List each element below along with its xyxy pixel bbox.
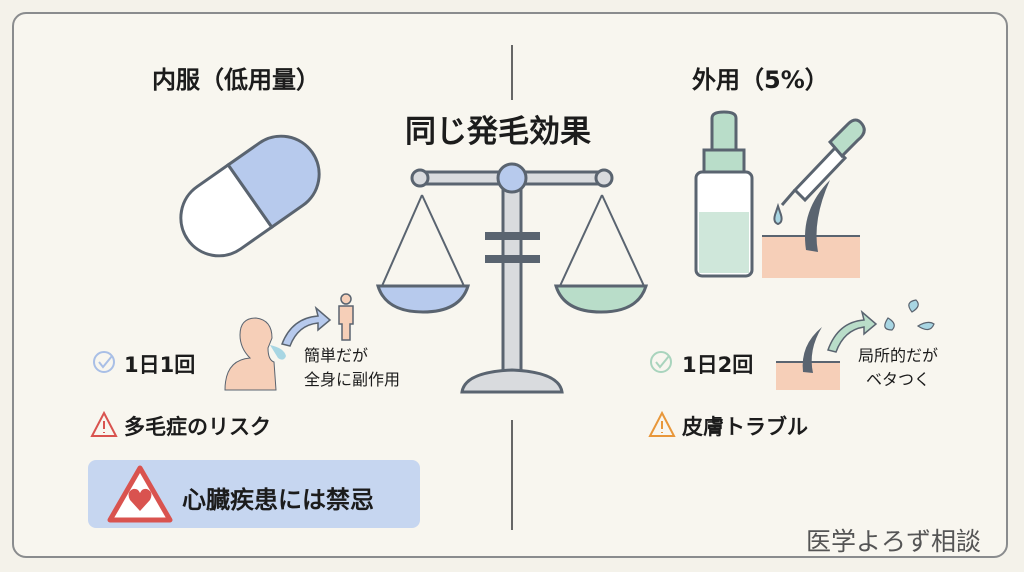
right-dose: 1日2回 [682,353,754,377]
skin-hair-small-icon [776,327,840,390]
warning-icon-right [648,410,676,437]
right-note-line1: 局所的だが [858,346,939,365]
capsule-icon [179,134,321,258]
check-icon-left [93,351,115,373]
left-title: 内服（低用量） [152,66,320,94]
left-note: 簡単だが全身に副作用 [304,344,400,392]
right-title: 外用（5%） [692,66,829,94]
left-dose: 1日1回 [124,353,196,377]
left-note-line1: 簡単だが [304,346,369,365]
warning-icon-left [90,410,118,437]
footer-brand: 医学よろず相談 [806,527,982,556]
scale-icon [375,162,649,394]
center-title: 同じ発毛効果 [405,114,591,150]
splash-drops-icon [884,299,935,331]
small-person-icon [338,293,354,341]
person-drinking-icon [224,317,286,391]
left-note-line2: 全身に副作用 [304,370,401,389]
dropper-icon [773,118,866,226]
arrow-icon-right [827,309,878,353]
right-risk: 皮膚トラブル [682,415,808,439]
arrow-icon [280,305,332,347]
right-note-line2: ベタつく [866,370,931,389]
skin-hair-icon [762,180,860,278]
check-icon-right [650,351,672,373]
equals-sign [485,232,540,240]
bottle-icon [694,110,754,278]
right-note: 局所的だがベタつく [858,344,938,392]
contraindication-text: 心臓疾患には禁忌 [182,486,374,514]
left-risk: 多毛症のリスク [124,415,271,439]
